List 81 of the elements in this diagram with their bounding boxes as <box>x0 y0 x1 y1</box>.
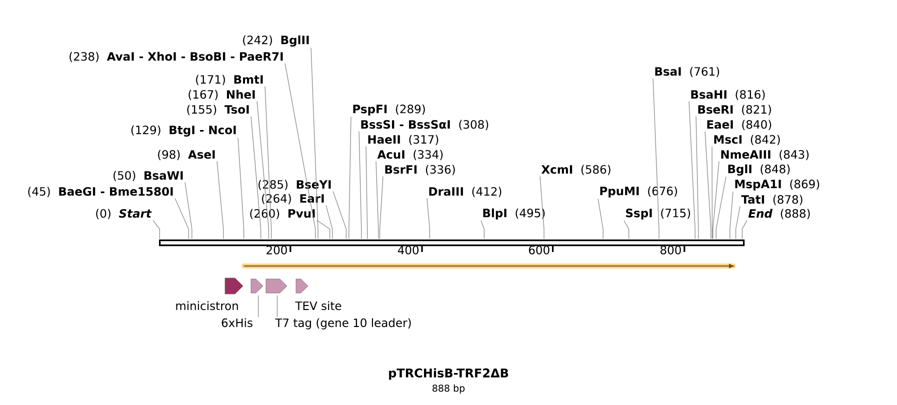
leader-line <box>310 48 318 239</box>
enzyme-label: (129) BtgI - NcoI <box>131 125 236 137</box>
caption: 888 bp <box>432 384 465 394</box>
enzyme-label: (167) NheI <box>188 90 255 100</box>
leader-line <box>696 116 699 239</box>
feature-block <box>224 278 244 294</box>
enzyme-label: DraIII (412) <box>429 186 502 198</box>
leader-line <box>742 220 748 239</box>
enzyme-label: PpuMI (676) <box>600 186 677 198</box>
enzyme-label: AcuI (334) <box>377 150 443 160</box>
leader-line <box>598 198 604 239</box>
leader-line <box>152 220 160 239</box>
enzyme-label: BsaI (761) <box>655 66 720 78</box>
leader-line <box>366 146 368 239</box>
leader-line <box>426 198 430 239</box>
enzyme-label: (50) BsaWI <box>114 170 183 182</box>
tick-label: 600 <box>528 246 550 254</box>
enzyme-label: (45) BaeGI - Bme1580I <box>28 186 173 198</box>
leader-line <box>540 176 544 239</box>
sequence-backbone <box>159 240 745 246</box>
leader-line <box>716 176 726 239</box>
enzyme-label: PspFI (289) <box>353 104 425 116</box>
leader-line <box>250 116 262 239</box>
enzyme-label: (238) AvaI - XhoI - BsoBI - PaeR7I <box>70 52 283 62</box>
feature-block <box>266 278 288 294</box>
tick-label: 800 <box>660 246 681 254</box>
feature-block <box>296 278 308 294</box>
leader-line <box>348 116 352 239</box>
leader-line <box>256 101 269 239</box>
feature-label: 6xHis <box>222 318 252 328</box>
leader-line <box>480 220 484 239</box>
title: pTRCHisB-TRF2ΔB <box>389 368 508 380</box>
leader-line <box>712 161 720 239</box>
leader-line <box>184 182 192 239</box>
leader-line <box>730 191 734 239</box>
enzyme-label: (260) PvuI <box>250 208 315 220</box>
enzyme-label: (0) Start <box>96 208 152 220</box>
feature-label: T7 tag (gene 10 leader) <box>275 318 411 330</box>
leader-line <box>332 191 346 239</box>
enzyme-label: NmeAIII (843) <box>721 150 809 160</box>
enzyme-label: BseRI (821) <box>698 104 771 116</box>
enzyme-label: BsrFI (336) <box>385 164 455 176</box>
enzyme-label: XcmI (586) <box>541 164 610 176</box>
enzyme-label: MspA1I (869) <box>735 179 820 191</box>
enzyme-label: EaeI (840) <box>707 120 772 130</box>
leader-line <box>380 176 384 239</box>
enzyme-label: BssSI - BssSαI (308) <box>361 120 488 130</box>
leader-line <box>238 138 244 239</box>
enzyme-label: MscI (842) <box>714 134 780 146</box>
leader-line <box>624 220 630 239</box>
enzyme-label: (155) TsoI <box>187 104 249 116</box>
enzyme-label: HaeII (317) <box>368 134 438 146</box>
leader-line <box>376 161 379 239</box>
feature-label: TEV site <box>295 301 342 310</box>
enzyme-label: BlpI (495) <box>483 208 545 220</box>
feature-label: minicistron <box>176 301 238 310</box>
leader-line <box>264 86 272 239</box>
leader-line <box>736 206 740 239</box>
leader-line <box>216 161 224 239</box>
enzyme-label: (285) BseYI <box>258 180 331 190</box>
leader-line <box>704 131 712 239</box>
leader-line <box>326 205 333 239</box>
leader-line <box>316 220 330 239</box>
enzyme-label: (264) EarI <box>262 194 324 204</box>
enzyme-label: BsaHI (816) <box>691 90 765 100</box>
leader-line <box>358 131 362 239</box>
enzyme-label: (98) AseI <box>158 150 215 160</box>
enzyme-label: (242) BglII <box>243 35 309 47</box>
enzyme-label: TatI (878) <box>741 194 802 206</box>
leader-line <box>284 63 316 239</box>
leader-line <box>652 78 660 239</box>
leader-line <box>688 101 696 239</box>
leader-line <box>258 295 259 318</box>
feature-block <box>250 278 264 294</box>
enzyme-label: SspI (715) <box>626 208 690 220</box>
leader-line <box>276 295 278 318</box>
enzyme-label: End (888) <box>748 208 810 220</box>
tick-label: 200 <box>266 246 287 254</box>
leader-line <box>174 198 189 239</box>
enzyme-label: BglI (848) <box>728 164 790 176</box>
enzyme-label: (171) BmtI <box>196 74 263 86</box>
